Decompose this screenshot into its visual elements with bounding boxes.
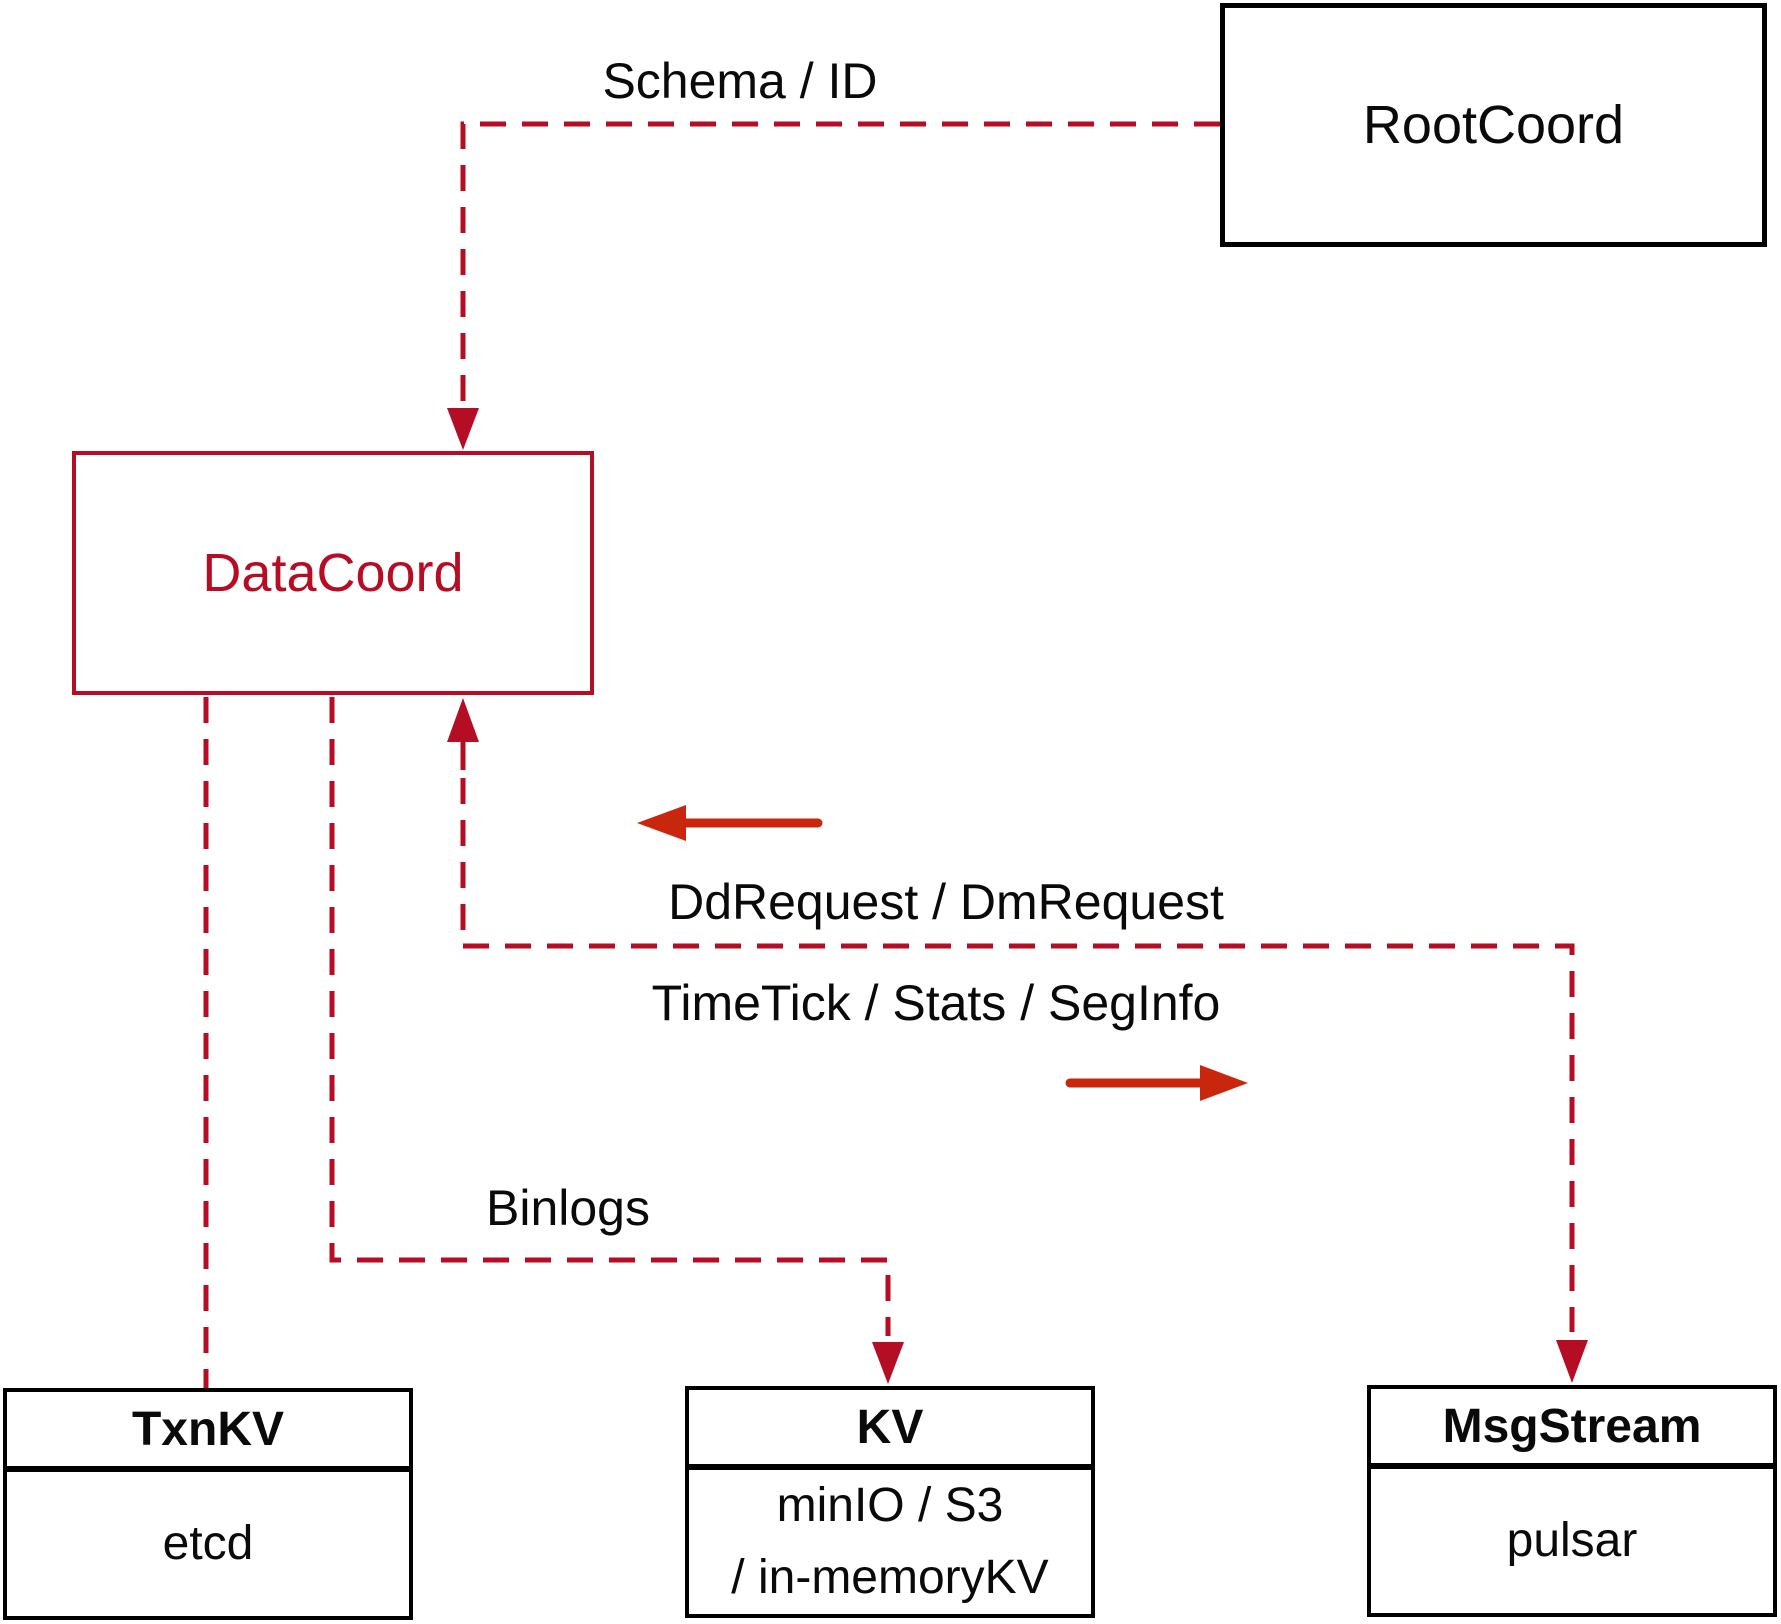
schema-id-connector xyxy=(460,121,1220,438)
datacoord-label: DataCoord xyxy=(202,543,464,603)
rootcoord-label: RootCoord xyxy=(1362,95,1625,155)
txnkv-node: TxnKV etcd xyxy=(3,1388,413,1620)
ddrequest-edge-label: DdRequest / DmRequest xyxy=(668,874,1224,930)
kv-node: KV minIO / S3 / in-memoryKV xyxy=(685,1386,1095,1618)
schema-id-arrowhead-icon xyxy=(447,408,479,450)
binlogs-edge-label: Binlogs xyxy=(486,1180,650,1236)
left-direction-arrowhead-icon xyxy=(637,805,686,841)
msgstream-node: MsgStream pulsar xyxy=(1367,1385,1777,1617)
rootcoord-node: RootCoord xyxy=(1220,3,1767,247)
binlogs-connector xyxy=(329,697,891,1336)
txnkv-title: TxnKV xyxy=(7,1392,409,1472)
kv-title: KV xyxy=(689,1390,1091,1470)
kv-impl-line1: minIO / S3 xyxy=(776,1479,1004,1532)
ddrequest-timetick-connector xyxy=(460,778,1575,1332)
msgstream-arrowhead-icon xyxy=(1556,1340,1588,1383)
schema-id-edge-label: Schema / ID xyxy=(602,53,878,109)
msgstream-impl-label: pulsar xyxy=(1506,1514,1638,1567)
msgstream-title: MsgStream xyxy=(1371,1389,1773,1469)
ddrequest-arrowhead-icon xyxy=(447,698,479,742)
right-direction-arrowhead-icon xyxy=(1200,1065,1248,1101)
txnkv-impl-label: etcd xyxy=(162,1517,254,1570)
kv-arrowhead-icon xyxy=(872,1342,904,1384)
datacoord-node: DataCoord xyxy=(72,451,594,695)
timetick-edge-label: TimeTick / Stats / SegInfo xyxy=(651,975,1221,1031)
kv-impl-line2: / in-memoryKV xyxy=(731,1551,1049,1604)
